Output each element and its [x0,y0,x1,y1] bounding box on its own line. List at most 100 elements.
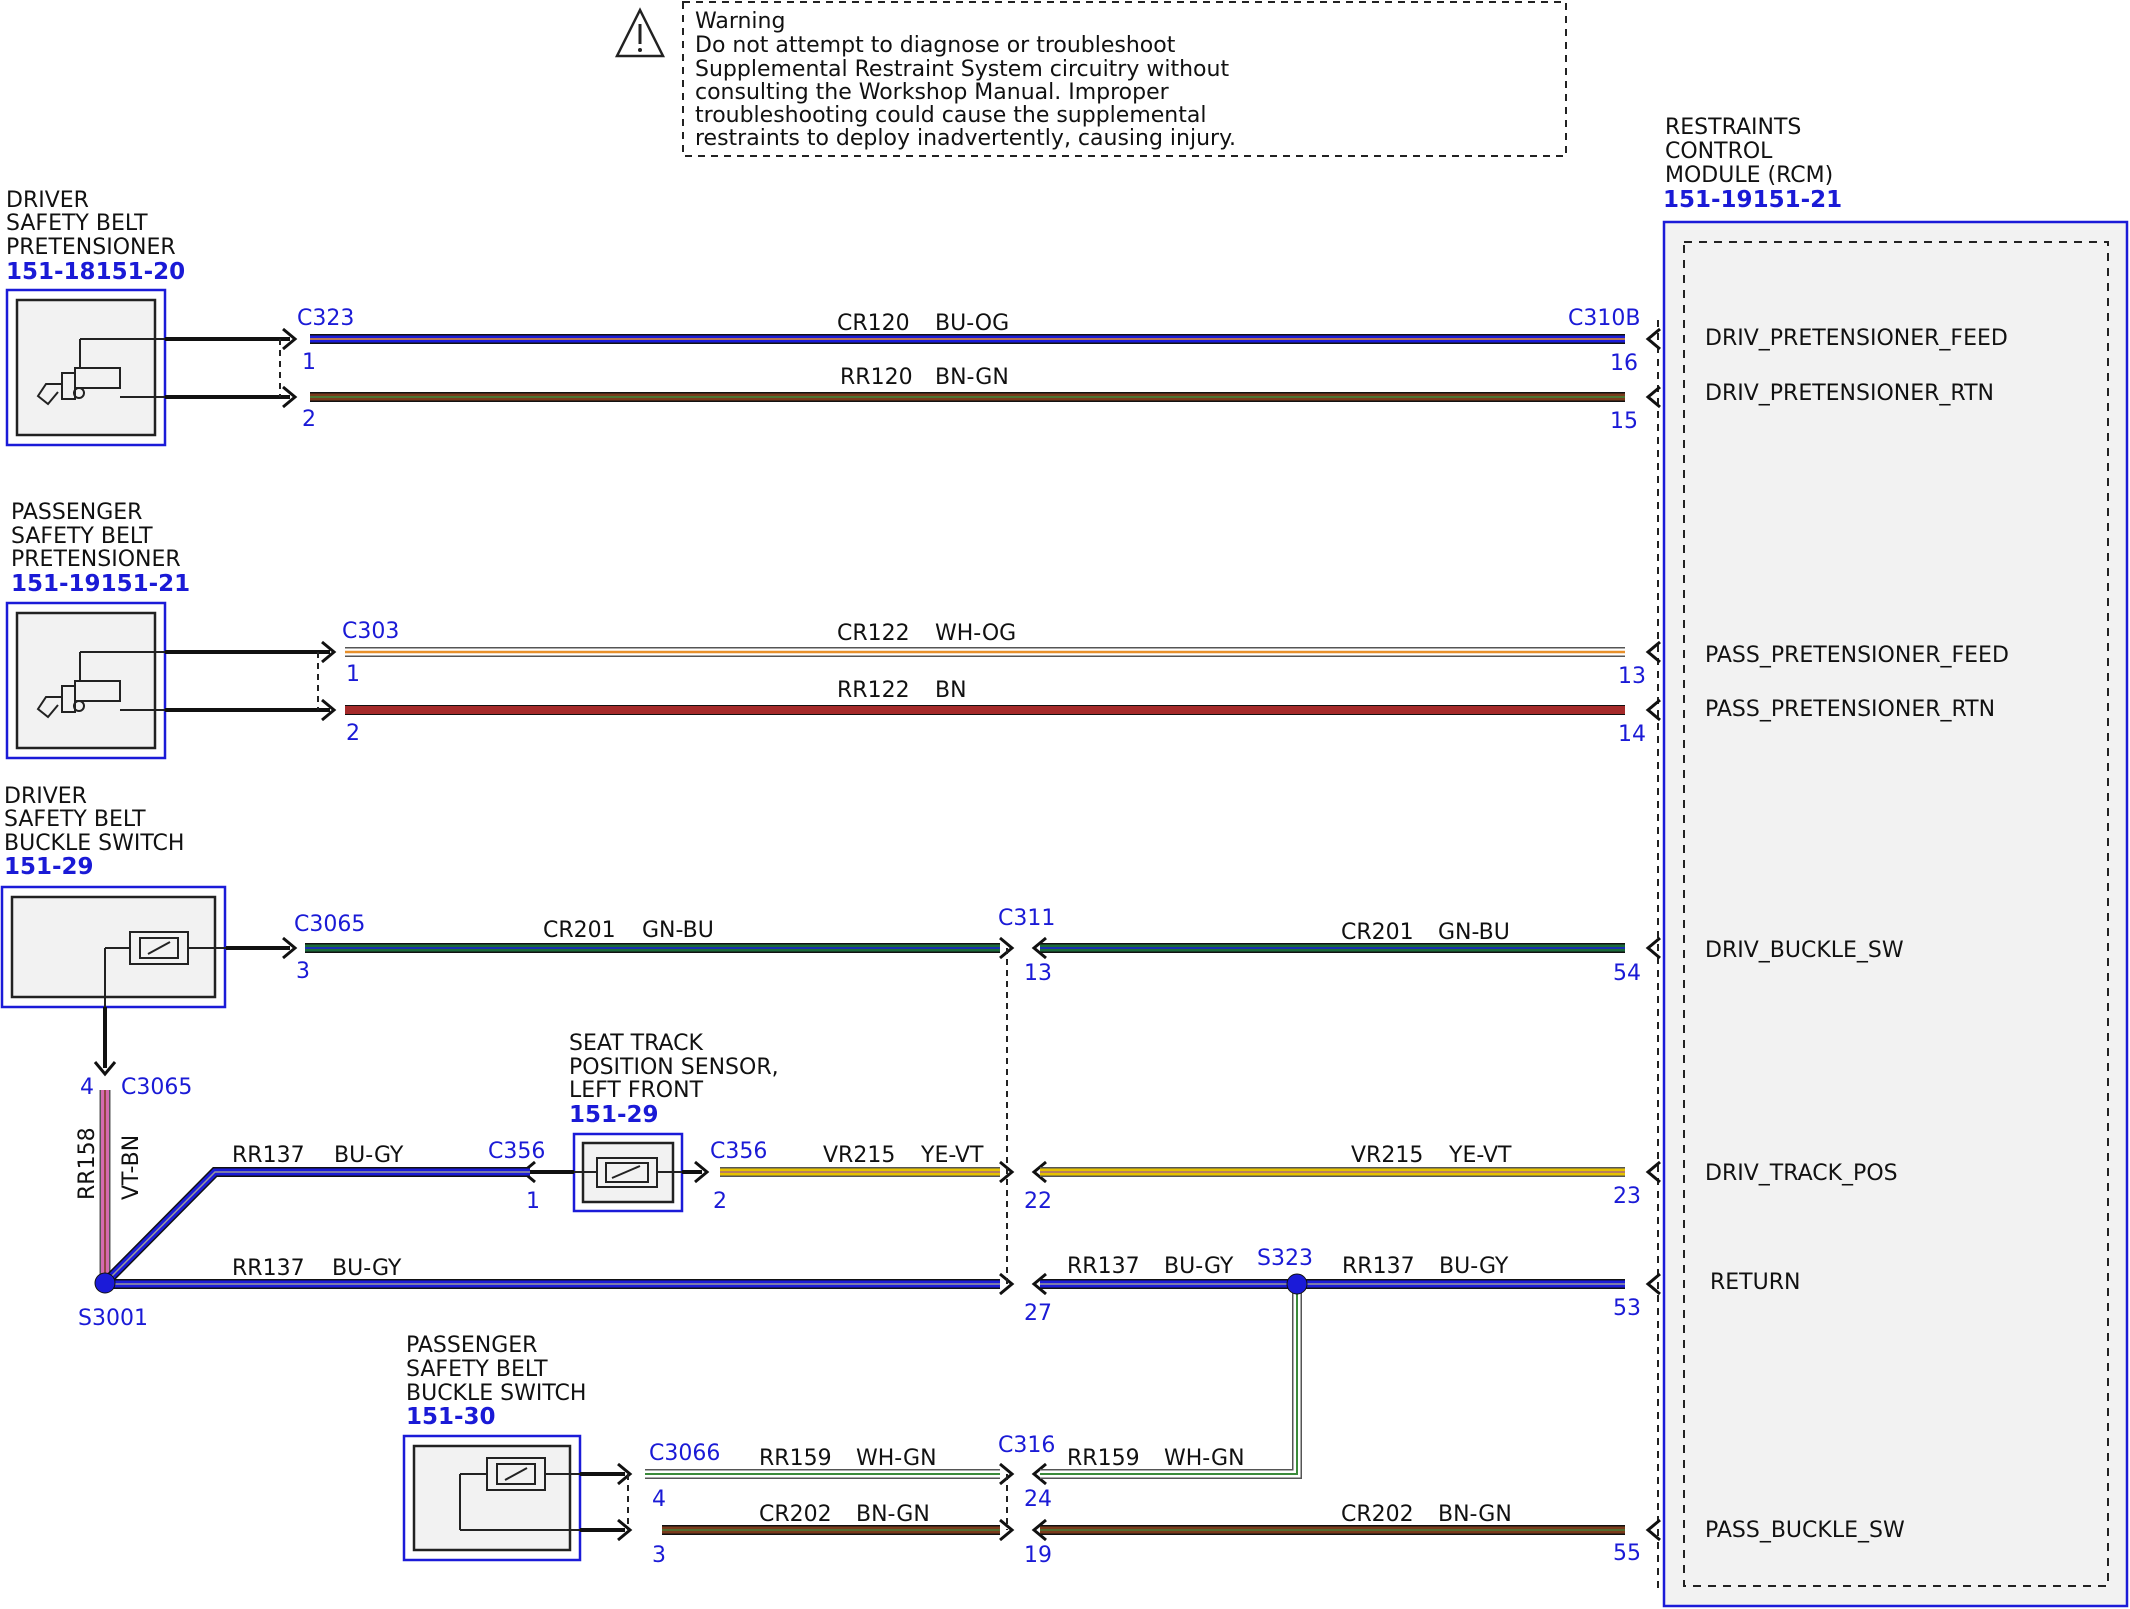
rcm-inner-box [1683,241,2109,1587]
circuit-label: RR122 [837,678,910,703]
wire-color-label: YE-VT [920,1143,984,1168]
rcm-name: CONTROL [1665,139,1773,164]
pin-number: 13 [1618,664,1646,689]
pin-number: 13 [1024,961,1052,986]
pin-number: 22 [1024,1189,1052,1214]
circuit-label: RR137 [232,1143,305,1168]
signal-label: PASS_PRETENSIONER_FEED [1705,643,2009,668]
seat-track-sensor: SEAT TRACK POSITION SENSOR, LEFT FRONT 1… [569,1031,779,1213]
circuit-label: RR158 [75,1127,100,1200]
circuit-label: RR137 [1342,1254,1415,1279]
circuit-label: CR120 [837,311,910,336]
component-name: DRIVER [6,188,89,213]
pin-number: 2 [346,721,360,746]
connector-label: C3066 [649,1441,720,1466]
pin-number: 2 [302,407,316,432]
component-name: SAFETY BELT [11,524,153,549]
component-name: SAFETY BELT [6,211,148,236]
pin-number: 55 [1613,1541,1641,1566]
rcm-name: RESTRAINTS [1665,115,1801,140]
warning-title: Warning [695,9,785,34]
component-name: PASSENGER [11,500,142,525]
pin-number: 27 [1024,1301,1052,1326]
warning-line: Do not attempt to diagnose or troublesho… [695,33,1176,58]
connector-label: C303 [342,619,399,644]
component-name: SEAT TRACK [569,1031,703,1056]
wire-color-label: VT-BN [119,1135,144,1200]
pin-number: 2 [713,1189,727,1214]
connector-chevrons [93,327,1661,1542]
pin-numbers: 1 2 16 15 1 2 13 14 3 13 54 4 1 2 22 23 … [80,350,1646,1568]
wire-color-label: BN-GN [1438,1502,1512,1527]
pin-number: 23 [1613,1184,1641,1209]
pin-number: 4 [652,1487,666,1512]
splice-label: S323 [1257,1246,1313,1271]
warning-line: consulting the Workshop Manual. Improper [695,80,1170,105]
wire-color-label: WH-GN [856,1446,937,1471]
pin-number: 1 [302,350,316,375]
wire-rr137a [101,1167,530,1287]
warning-line: Supplemental Restraint System circuitry … [695,57,1229,82]
wire-color-label: WH-GN [1164,1446,1245,1471]
pin-number: 24 [1024,1487,1052,1512]
component-name: BUCKLE SWITCH [4,831,184,856]
splice-label: S3001 [78,1306,148,1331]
component-name: PRETENSIONER [6,235,176,260]
component-name: PASSENGER [406,1333,537,1358]
wire-color-label: YE-VT [1448,1143,1512,1168]
circuit-label: CR201 [543,918,616,943]
splice-s323 [1286,1273,1308,1295]
warning-panel: Warning Do not attempt to diagnose or tr… [614,1,1567,157]
connector-label: C3065 [294,912,365,937]
pretensioner-icon [36,651,165,719]
connector-label: C3065 [121,1075,192,1100]
pin-number: 19 [1024,1543,1052,1568]
signal-label: DRIV_BUCKLE_SW [1705,938,1904,963]
signal-label: DRIV_PRETENSIONER_RTN [1705,381,1994,406]
circuit-label: CR122 [837,621,910,646]
component-name: DRIVER [4,784,87,809]
signal-label: DRIV_PRETENSIONER_FEED [1705,326,2008,351]
rcm-module: RESTRAINTS CONTROL MODULE (RCM) 151-1915… [1568,115,2129,1608]
passenger-buckle-switch: PASSENGER SAFETY BELT BUCKLE SWITCH 151-… [402,1333,586,1562]
switch-icon [459,1457,580,1531]
circuit-label: VR215 [1351,1143,1423,1168]
wire-color-label: GN-BU [642,918,714,943]
warning-icon [614,7,666,58]
pin-number: 3 [652,1543,666,1568]
signal-label: PASS_BUCKLE_SW [1705,1518,1905,1543]
pin-number: 3 [296,959,310,984]
connector-label: C316 [998,1433,1055,1458]
warning-line: troubleshooting could cause the suppleme… [695,103,1206,128]
circuit-label: VR215 [823,1143,895,1168]
rcm-connector-label: C310B [1568,306,1640,331]
component-part-number: 151-29 [569,1102,659,1128]
pin-number: 1 [526,1189,540,1214]
connector-labels: C323 C303 C3065 C3065 C311 C356 C356 C30… [78,306,1313,1466]
connector-label: C356 [488,1139,545,1164]
circuit-label: CR201 [1341,920,1414,945]
switch-icon [104,931,226,1007]
component-name: LEFT FRONT [569,1078,704,1103]
component-name: SAFETY BELT [406,1357,548,1382]
connector-label: C311 [998,906,1055,931]
driver-pretensioner: DRIVER SAFETY BELT PRETENSIONER 151-1815… [5,188,185,447]
wire-color-label: GN-BU [1438,920,1510,945]
wire-color-label: BU-GY [332,1256,402,1281]
circuit-label: RR159 [759,1446,832,1471]
pin-number: 53 [1613,1296,1641,1321]
passenger-pretensioner: PASSENGER SAFETY BELT PRETENSIONER 151-1… [5,500,190,760]
rcm-box [1662,220,2129,1608]
wire-color-label: BU-GY [334,1143,404,1168]
circuit-label: RR159 [1067,1446,1140,1471]
component-part-number: 151-30 [406,1404,496,1430]
wires [99,334,1625,1535]
pin-number: 14 [1618,722,1646,747]
component-name: PRETENSIONER [11,547,181,572]
signal-label: PASS_PRETENSIONER_RTN [1705,697,1995,722]
wire-color-label: WH-OG [935,621,1016,646]
wire-color-label: BU-OG [935,311,1009,336]
connector-label: C356 [710,1139,767,1164]
wire-color-label: BN [935,678,967,703]
pretensioner-icon [36,338,165,406]
